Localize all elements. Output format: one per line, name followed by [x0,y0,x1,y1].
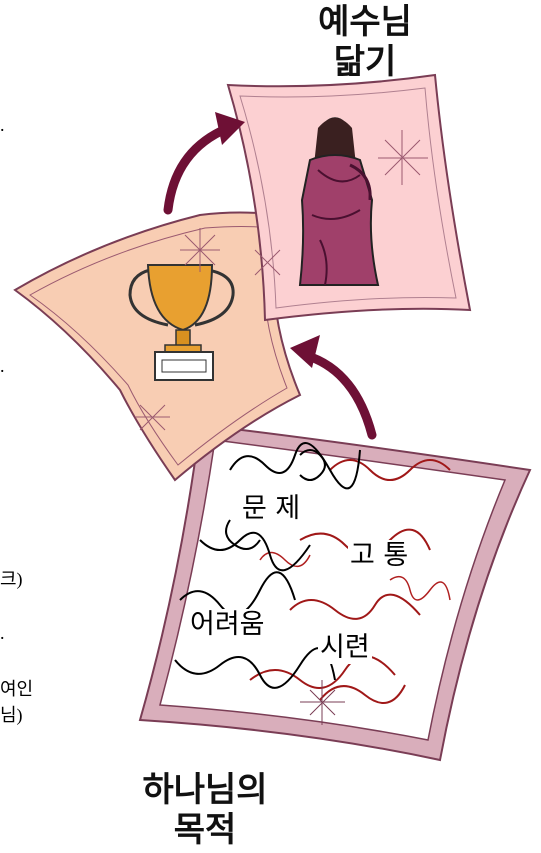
jesus-figure-icon [298,117,380,286]
trophy-card [13,211,302,482]
cut-off-text: 여인 [0,679,34,699]
title-line: 하나님의 [142,770,268,810]
cut-off-text: . [0,356,5,376]
title-line: 목적 [173,810,237,850]
hardship-label-trial: 시련 [318,632,372,664]
hardship-label-problem: 문 제 [240,493,303,525]
title-line: 예수님 [318,2,412,42]
growth-arrow-lower [290,335,377,440]
christlikeness-title: 예수님 닮기 [300,2,430,82]
trophy-icon [128,264,235,381]
hardships-card [138,423,532,762]
jesus-card [226,73,472,322]
title-line: 닮기 [333,42,397,82]
growth-arrow-upper [163,112,245,215]
hardship-label-pain: 고 통 [348,540,411,572]
hardship-label-difficulty: 어려움 [188,609,267,641]
gods-purpose-title: 하나님의 목적 [110,770,300,850]
cut-off-text: . [0,115,5,135]
cut-off-text: 크) [0,569,23,589]
cut-off-text: . [0,623,5,643]
cut-off-text: 님) [0,705,23,725]
